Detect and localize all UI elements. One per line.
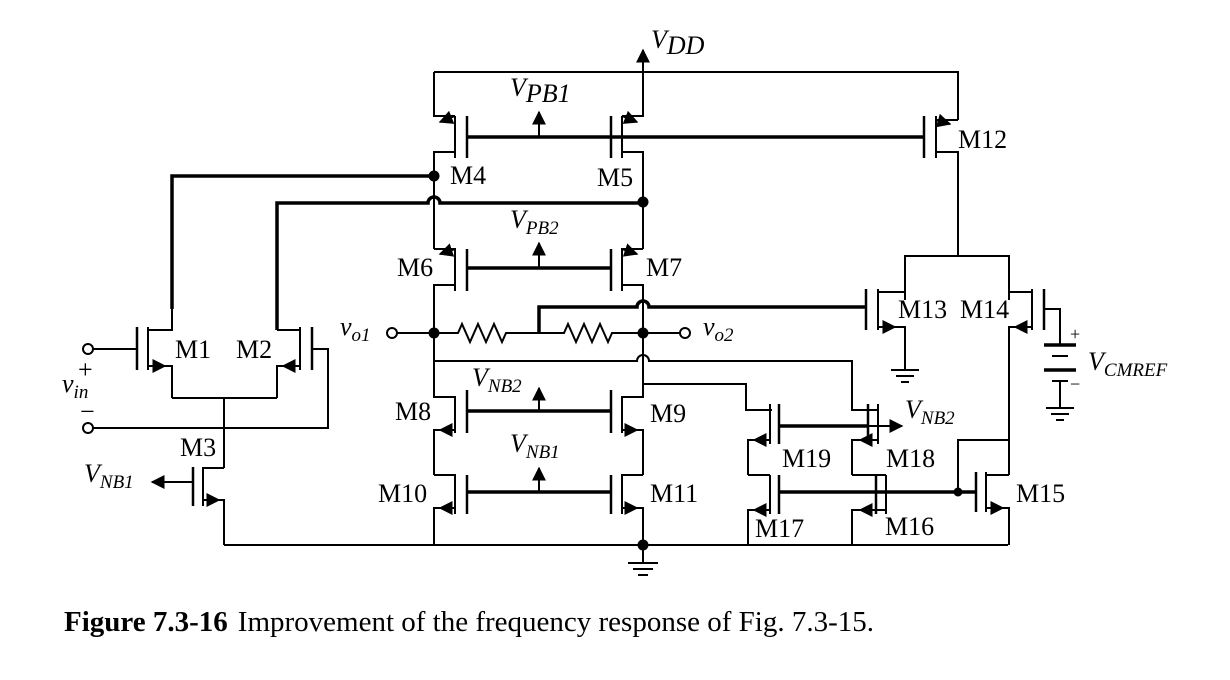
vnb1-left-label: VNB1 [84, 459, 134, 493]
transistor-m16 [851, 474, 887, 545]
ground-m13 [891, 369, 919, 383]
transistor-m9 [609, 384, 644, 475]
m3-label: M3 [180, 433, 216, 462]
transistor-m1 [135, 309, 173, 398]
figure-caption: Figure 7.3-16 Improvement of the frequenc… [64, 606, 874, 639]
m12-label: M12 [958, 125, 1007, 154]
transistor-m17 [747, 474, 781, 545]
m4-label: M4 [450, 161, 486, 190]
m11-label: M11 [650, 479, 698, 508]
ground-rail [224, 539, 1008, 576]
m14-label: M14 [960, 295, 1009, 324]
transistor-m10 [433, 474, 469, 545]
m16-label: M16 [885, 512, 934, 541]
vnb1-label: VNB1 [510, 429, 560, 463]
vin-plus-sign: + [78, 355, 93, 384]
vnb2-label: VNB2 [472, 363, 522, 397]
transistor-m13 [864, 289, 906, 370]
transistor-m19 [747, 404, 781, 475]
m15-label: M15 [1016, 479, 1065, 508]
figure-number: Figure 7.3-16 [64, 606, 228, 638]
transistor-m2 [276, 327, 314, 398]
m18-label: M18 [886, 444, 935, 473]
m8-label: M8 [395, 397, 431, 426]
vnb2-right-label: VNB2 [905, 395, 955, 429]
transistor-m18 [851, 404, 879, 475]
vo1-label: vo1 [340, 312, 371, 346]
resistor-r1 [434, 321, 539, 345]
m13-label: M13 [898, 295, 947, 324]
m6-label: M6 [397, 253, 433, 282]
m2-label: M2 [236, 335, 272, 364]
m9-label: M9 [650, 399, 686, 428]
m1-label: M1 [175, 335, 211, 364]
vin-minus-sign: − [80, 397, 95, 426]
output-vo2-terminal [679, 327, 691, 339]
vpb2-label: VPB2 [510, 205, 559, 239]
vin-plus-terminal [82, 343, 94, 355]
m5-label: M5 [597, 163, 633, 192]
vo2-label: vo2 [703, 312, 734, 346]
m10-label: M10 [378, 479, 427, 508]
m7-label: M7 [646, 253, 682, 282]
transistor-m3 [150, 467, 225, 545]
vcmref-source [1044, 343, 1076, 421]
transistor-m11 [609, 474, 644, 545]
node-m15-gate [953, 487, 963, 497]
transistor-m12 [922, 113, 959, 256]
m17-label: M17 [755, 514, 804, 543]
m19-label: M19 [782, 444, 831, 473]
transistor-m14 [1008, 289, 1061, 475]
vcmref-label: VCMREF [1088, 347, 1168, 381]
vdd-label: VDD [651, 25, 705, 60]
battery-minus: − [1070, 374, 1080, 394]
output-vo1-terminal [386, 327, 398, 339]
circuit-schematic: VDD VPB1 M4 M5 M12 VPB2 [62, 25, 1168, 576]
transistor-m7 [609, 243, 644, 333]
transistor-m8 [433, 384, 469, 475]
vin-label: vin [62, 369, 88, 403]
battery-plus: + [1070, 324, 1080, 344]
transistor-m6 [433, 243, 469, 333]
vpb1-label: VPB1 [510, 73, 571, 108]
resistor-r2 [539, 321, 643, 345]
figure-caption-text: Improvement of the frequency response of… [237, 606, 874, 638]
